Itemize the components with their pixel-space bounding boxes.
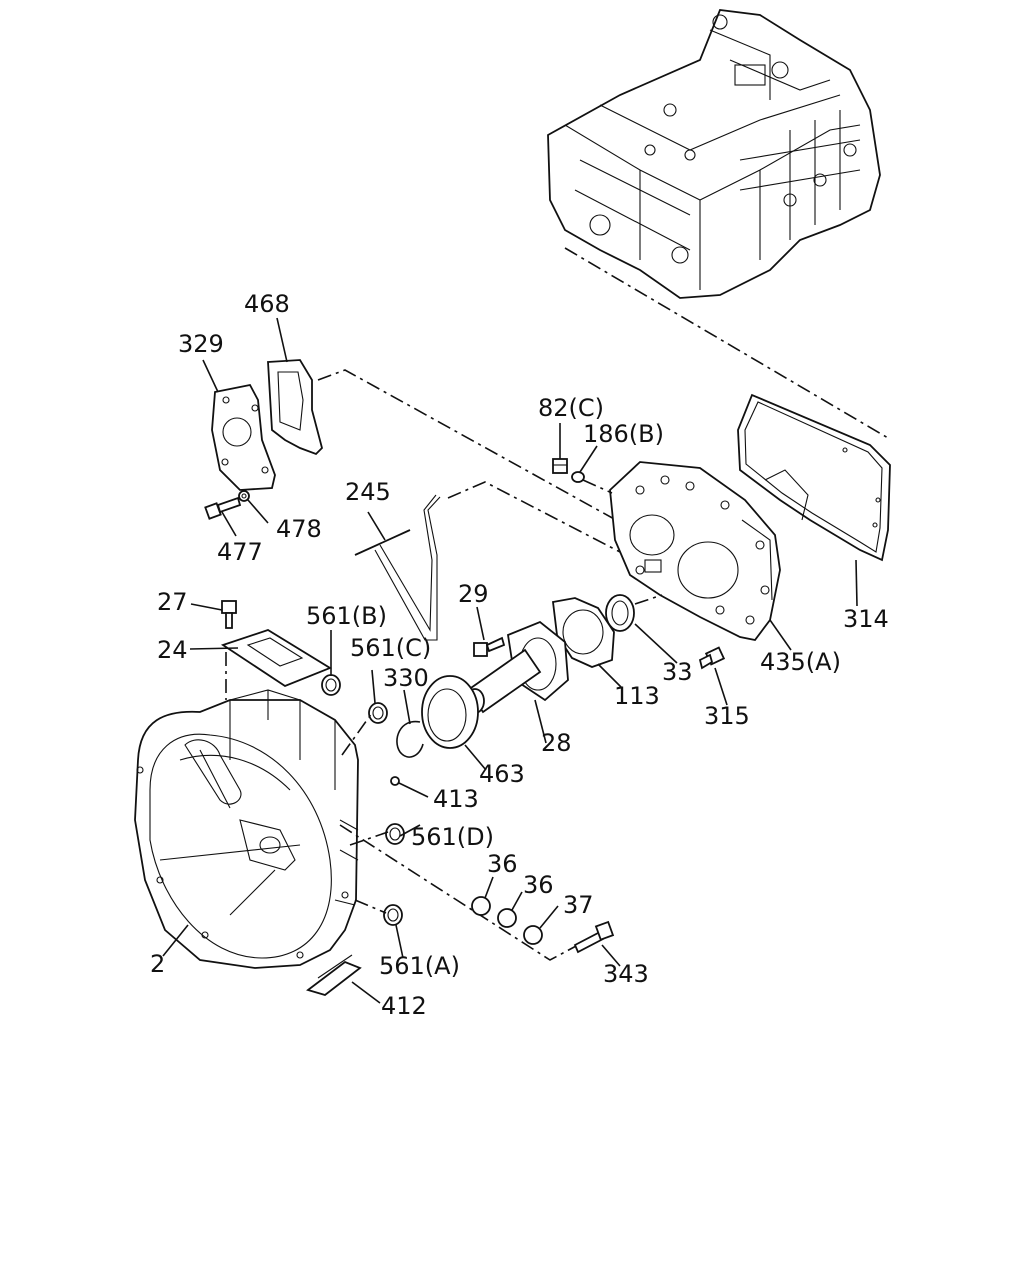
label-413: 413 (433, 785, 479, 813)
cover-24 (220, 629, 332, 688)
label-478: 478 (276, 515, 322, 543)
label-113: 113 (614, 682, 660, 710)
leader-82c (582, 479, 613, 494)
bolt-477 (204, 496, 242, 520)
cover-plate-329 (211, 383, 276, 491)
leader-seal33 (634, 594, 663, 605)
leader-561c (341, 712, 373, 756)
snap-ring-330 (396, 720, 424, 758)
bushing-561d (385, 823, 405, 845)
label-29: 29 (458, 580, 489, 608)
part-labels: 468 329 82(C) 186(B) 245 478 477 27 561(… (150, 290, 889, 1020)
bushing-561a (383, 904, 403, 926)
pad-412 (306, 954, 362, 996)
transmission-assembly (547, 9, 881, 299)
leader-housing-to-bolt343 (339, 824, 579, 961)
label-477: 477 (217, 538, 263, 566)
front-cover-plate (609, 461, 781, 641)
label-561a: 561(A) (379, 952, 460, 980)
label-343: 343 (603, 960, 649, 988)
o-ring-186b (571, 471, 585, 483)
gasket-314 (737, 393, 891, 562)
pipe-245 (354, 494, 441, 641)
plug-82c (552, 458, 568, 474)
leader-gasket468 (317, 369, 626, 526)
label-82c: 82(C) (538, 394, 604, 422)
label-463: 463 (479, 760, 525, 788)
bolt-27 (221, 600, 237, 629)
label-435a: 435(A) (760, 648, 841, 676)
leader-lines (162, 317, 858, 1004)
bushing-561c (368, 702, 388, 724)
bush-36-a (471, 896, 491, 916)
label-37: 37 (563, 891, 594, 919)
leader-pipe245 (447, 481, 623, 554)
label-561d: 561(D) (411, 823, 494, 851)
label-186b: 186(B) (583, 420, 664, 448)
label-245: 245 (345, 478, 391, 506)
bolt-315 (698, 646, 726, 670)
leader-561d (349, 831, 389, 846)
label-36-b: 36 (523, 871, 554, 899)
label-33: 33 (662, 658, 693, 686)
label-468: 468 (244, 290, 290, 318)
label-330: 330 (383, 664, 429, 692)
seal-463 (421, 675, 479, 749)
label-36-a: 36 (487, 850, 518, 878)
bolt-343 (573, 920, 615, 954)
bush-36-b (497, 908, 517, 928)
leader-561a (354, 899, 387, 914)
label-27: 27 (157, 588, 188, 616)
gasket-468 (267, 359, 324, 456)
bearing-retainer-28 (465, 620, 569, 714)
label-315: 315 (704, 702, 750, 730)
ball-413 (390, 776, 400, 786)
clutch-housing-2 (134, 689, 359, 969)
label-561c: 561(C) (350, 634, 431, 662)
label-314: 314 (843, 605, 889, 633)
label-412: 412 (381, 992, 427, 1020)
label-28: 28 (541, 729, 572, 757)
label-2: 2 (150, 950, 165, 978)
bolt-29 (473, 636, 506, 657)
bush-37 (523, 925, 543, 945)
label-561b: 561(B) (306, 602, 387, 630)
oil-seal-33 (605, 594, 635, 632)
label-329: 329 (178, 330, 224, 358)
leader-assembly-to-gasket (564, 247, 889, 439)
bushing-561b (321, 674, 341, 696)
washer-478 (238, 490, 250, 502)
label-24: 24 (157, 636, 188, 664)
